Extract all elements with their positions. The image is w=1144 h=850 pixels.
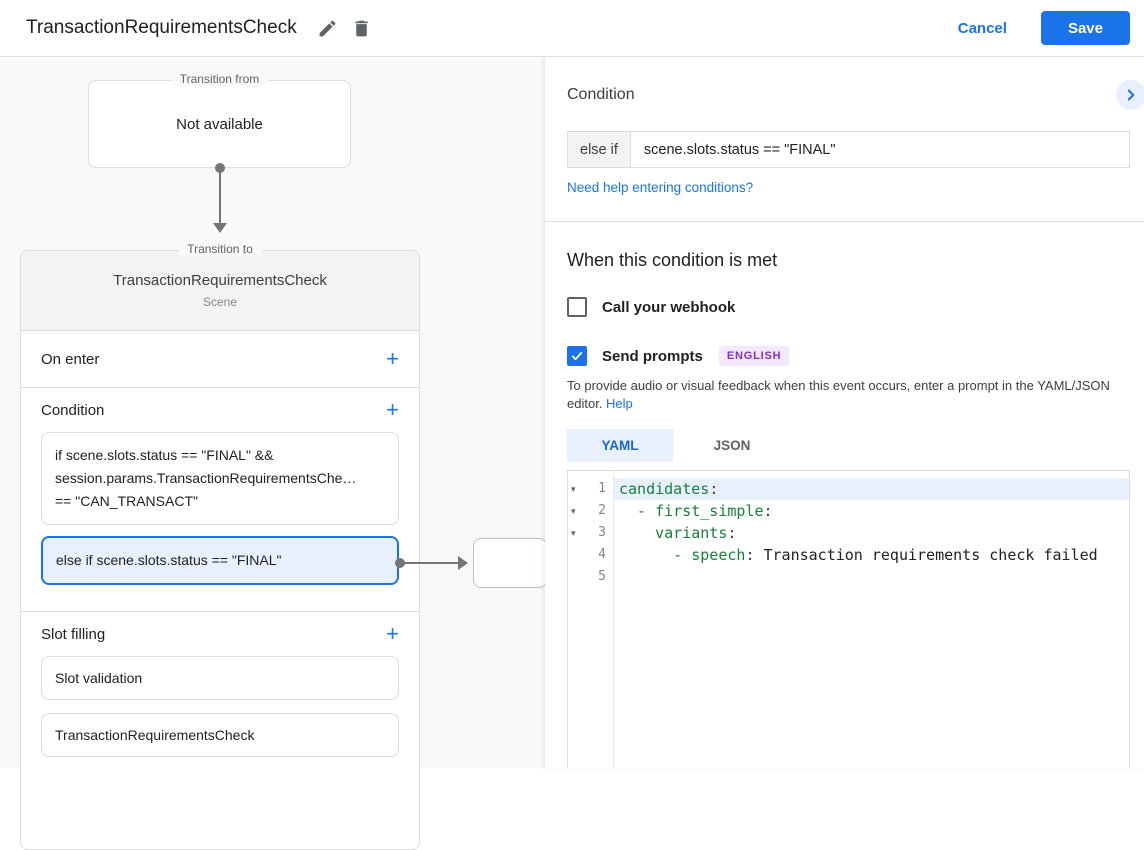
- transition-from-legend: Transition from: [170, 72, 269, 86]
- connector-line-horizontal: [404, 562, 459, 564]
- edit-button[interactable]: [311, 11, 345, 45]
- fold-arrow-icon[interactable]: ▾: [571, 484, 576, 494]
- condition-line: session.params.TransactionRequirementsCh…: [55, 470, 357, 486]
- prompts-description-text: To provide audio or visual feedback when…: [567, 378, 1110, 411]
- editor-gutter: ▾ 1 ▾ 2 ▾ 3 4 5: [568, 471, 614, 768]
- condition-help-link[interactable]: Need help entering conditions?: [567, 180, 754, 195]
- scene-title: TransactionRequirementsCheck: [26, 17, 297, 38]
- transition-from-node: Transition from Not available: [88, 72, 351, 168]
- line-number: 3: [598, 525, 606, 540]
- transition-to-node: Transition to TransactionRequirementsChe…: [20, 242, 420, 850]
- slot-item-validation[interactable]: Slot validation: [41, 656, 399, 700]
- tab-yaml[interactable]: YAML: [567, 429, 673, 462]
- code-line[interactable]: [614, 566, 1129, 588]
- add-on-enter-button[interactable]: +: [386, 346, 399, 371]
- webhook-row: Call your webhook: [567, 297, 1130, 317]
- on-enter-label: On enter: [41, 350, 100, 368]
- fold-arrow-icon[interactable]: ▾: [571, 528, 576, 538]
- send-prompts-checkbox[interactable]: [567, 346, 587, 366]
- webhook-checkbox[interactable]: [567, 297, 587, 317]
- transition-to-legend: Transition to: [178, 242, 262, 256]
- save-button[interactable]: Save: [1040, 11, 1130, 45]
- code-line[interactable]: - first_simple:: [619, 502, 773, 520]
- language-badge: ENGLISH: [718, 346, 790, 366]
- line-number: 1: [598, 481, 606, 496]
- line-number: 4: [598, 547, 606, 562]
- send-prompts-label: Send prompts: [602, 347, 703, 365]
- editor-tabs: YAML JSON: [567, 429, 1130, 462]
- connector-dot: [215, 163, 225, 173]
- condition-line: else if scene.slots.status == "FINAL": [56, 552, 282, 568]
- connector-line-vertical: [219, 170, 221, 223]
- pencil-icon: [319, 20, 336, 36]
- top-bar: TransactionRequirementsCheck Cancel Save: [0, 0, 1144, 57]
- line-number: 5: [598, 569, 606, 584]
- panel-divider: [545, 221, 1144, 222]
- fold-arrow-icon[interactable]: ▾: [571, 506, 576, 516]
- line-number: 2: [598, 503, 606, 518]
- help-link[interactable]: Help: [606, 396, 633, 411]
- tab-json[interactable]: JSON: [713, 438, 751, 453]
- condition-section: Condition + if scene.slots.status == "FI…: [21, 388, 419, 612]
- condition-detail-panel: Condition else if Need help entering con…: [545, 57, 1144, 768]
- yaml-editor: ▾ 1 ▾ 2 ▾ 3 4 5 candidates: - first_sim: [567, 470, 1130, 768]
- delete-button[interactable]: [345, 11, 379, 45]
- when-met-heading: When this condition is met: [567, 250, 778, 270]
- scene-node-header[interactable]: TransactionRequirementsCheck Scene: [21, 251, 419, 331]
- on-enter-row: On enter +: [21, 331, 419, 388]
- condition-expression-input[interactable]: [630, 131, 1130, 168]
- webhook-label: Call your webhook: [602, 298, 736, 316]
- transition-target-node[interactable]: [473, 538, 547, 588]
- prompts-description: To provide audio or visual feedback when…: [567, 377, 1130, 413]
- editor-code-area[interactable]: candidates: - first_simple: variants: - …: [614, 471, 1129, 768]
- panel-title: Condition: [567, 86, 635, 103]
- slot-filling-section: Slot filling + Slot validation Transacti…: [21, 612, 419, 771]
- slot-item-transaction[interactable]: TransactionRequirementsCheck: [41, 713, 399, 757]
- transition-from-value: Not available: [176, 115, 263, 133]
- scene-canvas: Transition from Not available Transition…: [0, 57, 547, 850]
- arrow-down-icon: [213, 223, 227, 233]
- collapse-panel-button[interactable]: [1116, 80, 1144, 110]
- condition-line: == "CAN_TRANSACT": [55, 493, 198, 509]
- connector-dot: [395, 558, 405, 568]
- add-slot-button[interactable]: +: [386, 621, 399, 646]
- condition-item-elseif-selected[interactable]: else if scene.slots.status == "FINAL": [41, 536, 399, 585]
- chevron-right-icon: [1127, 89, 1135, 101]
- send-prompts-row: Send prompts ENGLISH: [567, 346, 1130, 366]
- slot-filling-label: Slot filling: [41, 625, 106, 643]
- condition-input-row: else if: [567, 131, 1130, 168]
- trash-icon: [355, 20, 368, 36]
- code-line[interactable]: candidates:: [614, 478, 1129, 500]
- cancel-button[interactable]: Cancel: [957, 19, 1007, 37]
- code-line[interactable]: - speech: Transaction requirements check…: [619, 546, 1098, 564]
- condition-line: if scene.slots.status == "FINAL" &&: [55, 447, 274, 463]
- scene-node-subtitle: Scene: [202, 295, 238, 309]
- add-condition-button[interactable]: +: [386, 397, 399, 422]
- scene-node-title: TransactionRequirementsCheck: [113, 272, 327, 289]
- check-icon: [571, 351, 583, 361]
- condition-prefix: else if: [567, 131, 631, 168]
- arrow-right-icon: [458, 556, 468, 570]
- condition-section-label: Condition: [41, 401, 105, 419]
- code-line[interactable]: variants:: [655, 524, 737, 542]
- condition-item-if[interactable]: if scene.slots.status == "FINAL" && sess…: [41, 432, 399, 525]
